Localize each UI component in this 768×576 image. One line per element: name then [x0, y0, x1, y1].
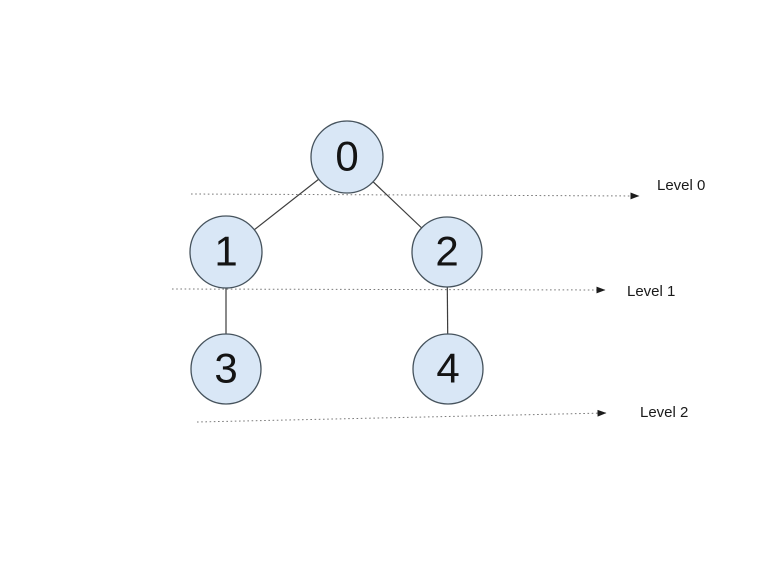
tree-node-label: 2: [435, 228, 458, 275]
level-2-label: Level 2: [640, 404, 688, 421]
tree-node-4: 4: [412, 333, 484, 405]
level-0-guide-line: [190, 192, 640, 200]
level-1-guide-line: [171, 286, 606, 294]
tree-node-2: 2: [411, 216, 483, 288]
level-1-label: Level 1: [627, 283, 675, 300]
tree-nodes: 0 1 2 3 4: [189, 120, 484, 405]
tree-node-label: 4: [436, 345, 459, 392]
tree-node-0: 0: [310, 120, 384, 194]
tree-node-3: 3: [190, 333, 262, 405]
level-guides: [171, 192, 640, 423]
tree-node-4-circle: [412, 333, 484, 405]
tree-node-1-circle: [189, 215, 263, 289]
tree-node-3-circle: [190, 333, 262, 405]
level-labels: Level 0 Level 1 Level 2: [627, 177, 705, 421]
tree-node-2-circle: [411, 216, 483, 288]
tree-node-label: 0: [335, 133, 358, 180]
tree-node-1: 1: [189, 215, 263, 289]
tree-node-label: 1: [214, 228, 237, 275]
level-0-label: Level 0: [657, 177, 705, 194]
tree-node-label: 3: [214, 345, 237, 392]
level-2-guide-line: [196, 409, 607, 423]
tree-node-0-circle: [310, 120, 384, 194]
